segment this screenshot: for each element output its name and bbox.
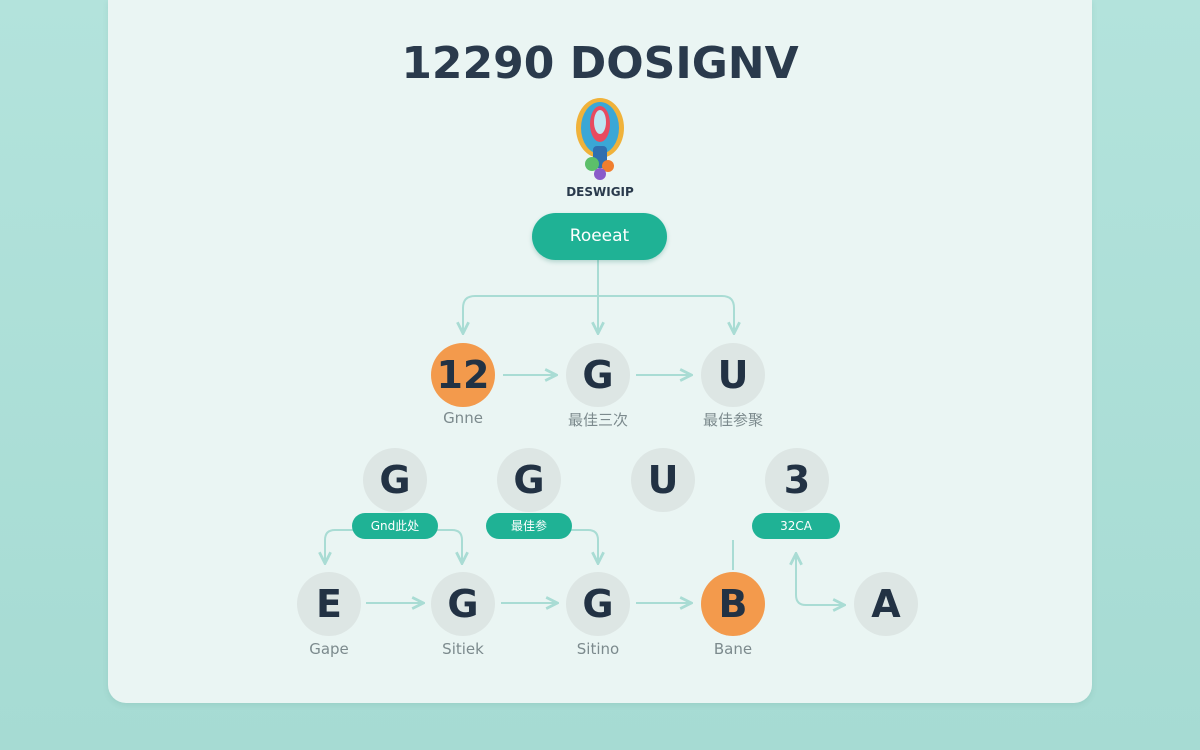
tag-node-g-row2-b: 最佳参 [486,513,572,539]
caption-node-e-row3: Gape [309,640,349,658]
caption-node-g-row3-b: Sitino [576,640,620,658]
emblem-label: DESWIGIP [566,185,634,199]
node-a-row3[interactable]: A [854,572,918,636]
caption-node-g-row1: 最佳三次 [567,411,628,429]
node-g-row2-b[interactable]: G [497,448,561,512]
root-node[interactable]: Roeeat [532,213,667,260]
node-g-row3-a[interactable]: G [431,572,495,636]
trophy-emblem-icon [576,98,624,180]
node-g-row1[interactable]: G [566,343,630,407]
node-g-row2-a[interactable]: G [363,448,427,512]
node-3-row2[interactable]: 3 [765,448,829,512]
node-12[interactable]: 12 [431,343,495,407]
node-e-row3[interactable]: E [297,572,361,636]
node-g-row3-b[interactable]: G [566,572,630,636]
page-title: 12290 DOSIGNV [401,38,799,89]
caption-node-g-row3-a: Sitiek [442,640,484,658]
caption-node-12: Gnne [443,409,483,427]
tag-node-3-row2: 32CA [752,513,840,539]
node-b-row3[interactable]: B [701,572,765,636]
caption-node-b-row3: Bane [713,640,753,658]
node-u-row2[interactable]: U [631,448,695,512]
tag-node-g-row2-a: Gnd此处 [352,513,438,539]
node-u-row1[interactable]: U [701,343,765,407]
caption-node-u-row1: 最佳参聚 [702,411,763,429]
